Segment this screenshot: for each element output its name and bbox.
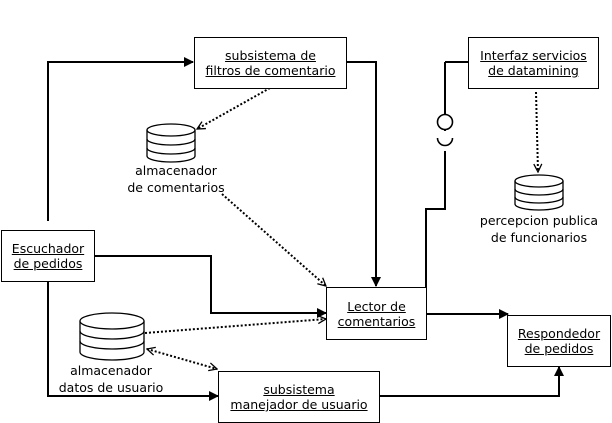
box-escuchador-pedidos: Escuchador de pedidos (1, 230, 95, 282)
box-interfaz-datamining: Interfaz servicios de datamining (468, 37, 599, 89)
dotted-filtros-almacenador (197, 87, 271, 130)
filtros-label-line1: subsistema de (225, 48, 316, 63)
escuchador-label-line2: de pedidos (13, 256, 83, 271)
label-almacenador-comentarios: almacenador de comentarios (126, 162, 226, 196)
interfaz-label-line1: Interfaz servicios (480, 48, 587, 63)
dotted-usuario-manejador (147, 349, 217, 369)
label-almacenador-usuario: almacenador datos de usuario (51, 362, 171, 396)
database-icon-usuario (79, 312, 145, 361)
manejador-label-line2: manejador de usuario (230, 397, 368, 412)
almacenador-comentarios-line1: almacenador (135, 163, 217, 178)
connector-escuchador-lector (94, 255, 327, 318)
box-lector-comentarios: Lector de comentarios (326, 287, 427, 340)
box-subsistema-manejador: subsistema manejador de usuario (218, 371, 380, 423)
dotted-usuario-lector (144, 319, 326, 334)
required-interface-socket (436, 137, 454, 147)
almacenador-usuario-line2: datos de usuario (58, 380, 164, 395)
connector-lector-interfaz (425, 151, 446, 288)
filtros-label-line2: filtros de comentario (205, 63, 336, 78)
connector-filtros-lector (347, 61, 381, 287)
dotted-interfaz-percepcion (536, 91, 538, 172)
lector-label-line2: comentarios (337, 313, 416, 329)
interfaz-label-line2: de datamining (488, 63, 579, 78)
percepcion-line2: de funcionarios (490, 230, 588, 245)
escuchador-label-line1: Escuchador (11, 241, 85, 256)
almacenador-comentarios-line2: de comentarios (127, 180, 225, 195)
connector-escuchador-manejador (47, 281, 219, 401)
box-subsistema-filtros: subsistema de filtros de comentario (194, 37, 347, 89)
provided-interface-circle (436, 113, 454, 131)
label-percepcion-publica: percepcion publica de funcionarios (474, 212, 604, 246)
box-respondedor-pedidos: Respondedor de pedidos (507, 315, 611, 367)
database-icon-percepcion (514, 174, 564, 211)
respondedor-label-line1: Respondedor (517, 326, 601, 341)
respondedor-label-line2: de pedidos (524, 341, 594, 356)
almacenador-usuario-line1: almacenador (70, 363, 152, 378)
dotted-almacenador-lector (221, 193, 326, 286)
percepcion-line1: percepcion publica (479, 213, 599, 228)
connector-escuchador-filtros (47, 57, 194, 221)
lector-label-line1: Lector de (347, 298, 406, 314)
database-icon-comentarios (146, 123, 196, 163)
connector-manejador-respondedor (380, 366, 564, 397)
manejador-label-line1: subsistema (263, 382, 335, 397)
